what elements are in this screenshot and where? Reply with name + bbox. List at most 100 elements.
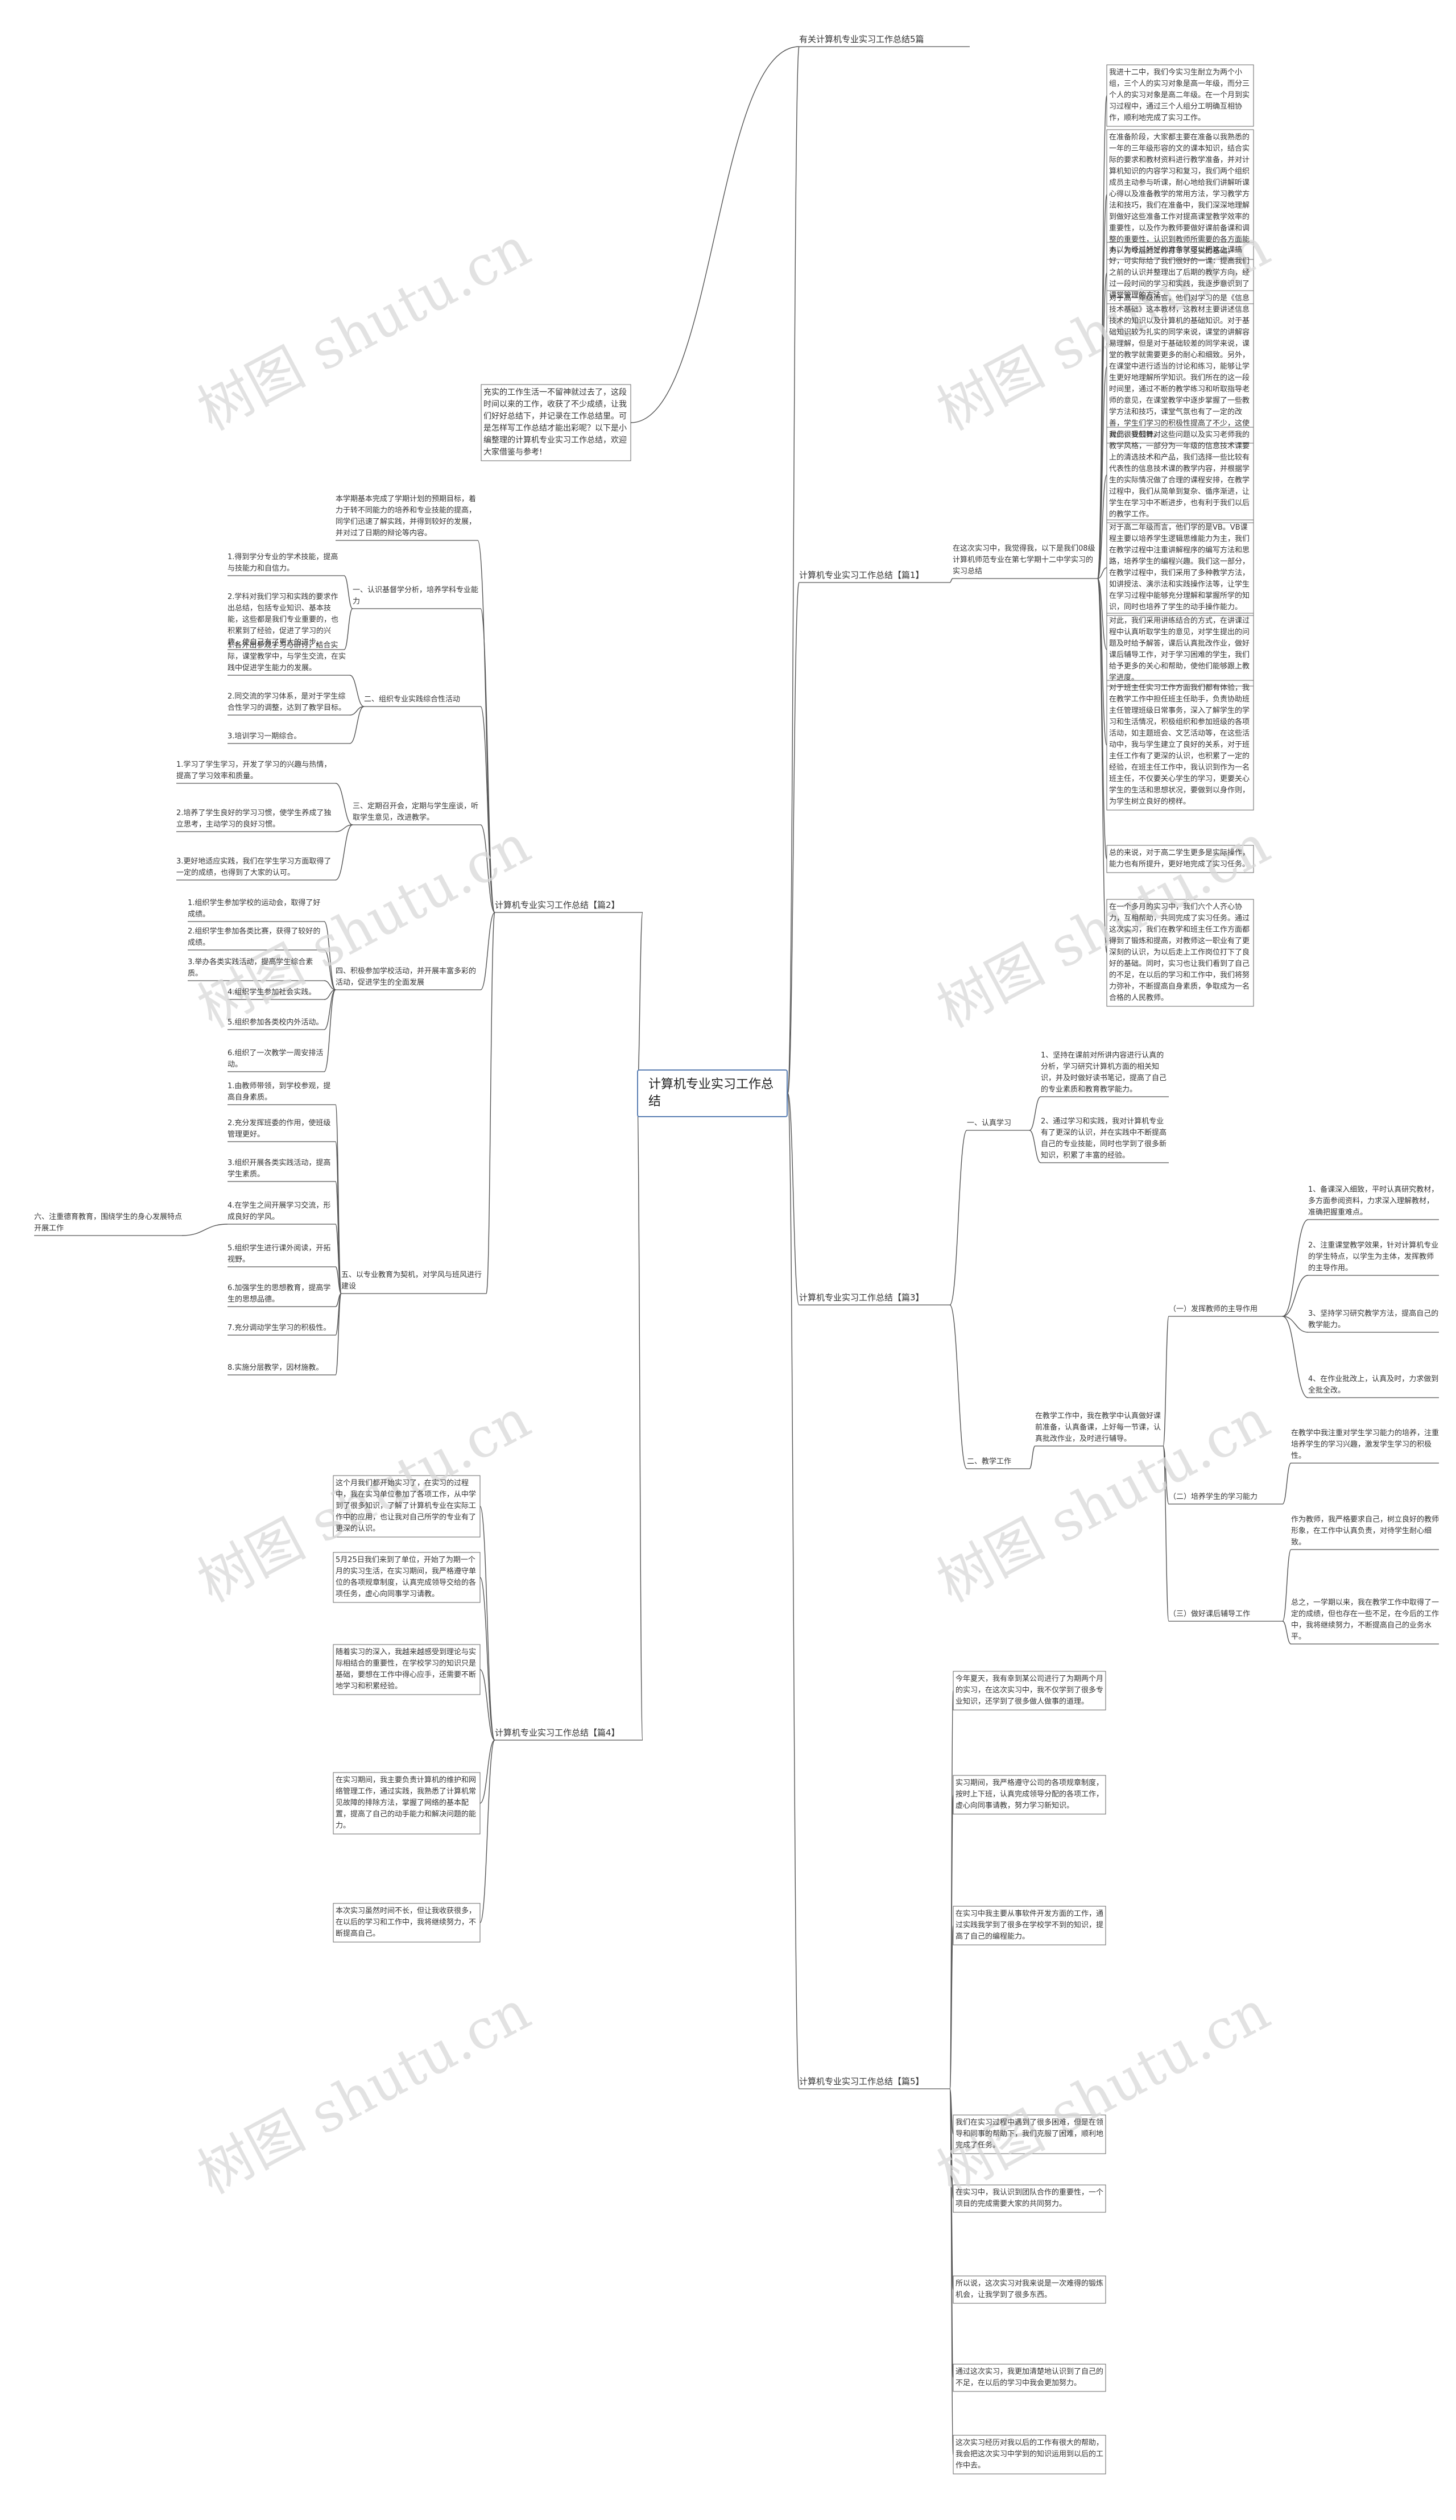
part2-intro: 本学期基本完成了学期计划的预期目标，着力于转不同能力的培养和专业技能的提高，同学… [336, 495, 477, 538]
part3-item: 在教学工作中，我在教学中认真做好课前准备，认真备课，上好每一节课，认真批改作业，… [1035, 1412, 1161, 1443]
part3-item: 作为教师，我严格要求自己，树立良好的教师形象，在工作中认真负责，对待学生耐心细致… [1291, 1515, 1440, 1547]
part2-item: 六、注重德育教育，围绕学生的身心发展特点开展工作 [34, 1213, 183, 1233]
part2-item: 3.培训学习一期综合。 [228, 732, 301, 741]
connector-line [335, 1293, 342, 1375]
part1-text: 对于班主任实习工作方面我们都有体验，我在教学工作中担任班主任助手，负责协助班主任… [1109, 684, 1250, 806]
connector-line [335, 1266, 342, 1294]
part2-item: 2.培养了学生良好的学习习惯，使学生养成了独立思考，主动学习的良好习惯。 [176, 809, 332, 829]
branch-part4[interactable]: 计算机专业实习工作总结【篇4】 [495, 1728, 620, 1738]
part3-item: 在教学中我注重对学生学习能力的培养，注重培养学生的学习兴趣，激发学生学习的积极性… [1291, 1429, 1440, 1460]
connector-line [479, 1506, 495, 1741]
connector-line [949, 578, 953, 583]
part5-text: 在实习中，我认识到团队合作的重要性，一个项目的完成需要大家的共同努力。 [956, 2188, 1104, 2208]
part3-subsection[interactable]: （二）培养学生的学习能力 [1169, 1493, 1258, 1501]
connector-line [1097, 578, 1107, 650]
part4-text: 5月25日我们来到了单位，开始了为期一个月的实习生活，在实习期间，我严格遵守单位… [336, 1556, 477, 1598]
connector-line [486, 912, 495, 1294]
connector-line [335, 824, 353, 881]
connector-line [324, 921, 336, 990]
connector-line [949, 1304, 967, 1469]
part2-section[interactable]: 四、积极参加学校活动，并开展丰富多彩的活动，促进学生的全面发展 [336, 967, 477, 987]
connector-line [335, 1141, 342, 1294]
part5-text: 在实习中我主要从事软件开发方面的工作，通过实践我学到了很多在学校学不到的知识，提… [956, 1910, 1104, 1941]
connector-line [949, 1130, 967, 1306]
part2-item: 5.组织参加各类校内外活动。 [228, 1018, 324, 1027]
part1-intro: 在这次实习中，我觉得我，以下是我们08级计算机师范专业在第七学期十二中学实习的实… [953, 544, 1095, 576]
part2-item: 6.加强学生的思想教育，提高学生的思想品德。 [228, 1284, 331, 1304]
connector-line [1282, 1219, 1309, 1317]
part2-item: 6.组织了一次教学一周安排活动。 [228, 1049, 324, 1069]
connector-line [1097, 578, 1107, 746]
part2-section[interactable]: 五、以专业教育为契机，对学风与班风进行建设 [341, 1271, 482, 1291]
part4-text: 本次实习虽然时间不长，但让我收获很多，在以后的学习和工作中，我将继续努力，不断提… [336, 1907, 477, 1938]
part2-item: 2.充分发挥班委的作用，使班级管理更好。 [228, 1119, 331, 1139]
part2-section[interactable]: 二、组织专业实践综合性活动 [364, 695, 461, 704]
part2-item: 3.组织开展各类实践活动，提高学生素质。 [228, 1159, 331, 1179]
connector-line [1097, 567, 1107, 579]
connector-line [787, 46, 800, 1094]
part5-text: 我们在实习过程中遇到了很多困难，但是在领导和同事的帮助下，我们克服了困难，顺利地… [956, 2118, 1104, 2150]
branch-part1[interactable]: 计算机专业实习工作总结【篇1】 [799, 570, 924, 580]
connector-line [1029, 1096, 1041, 1131]
part5-text: 实习期间，我严格遵守公司的各项规章制度，按时上下班，认真完成领导分配的各项工作，… [956, 1779, 1104, 1810]
part2-section[interactable]: 三、定期召开会，定期与学生座谈，听取学生意见，改进教学。 [353, 802, 479, 822]
connector-line [1097, 578, 1107, 860]
connector-line [1163, 1316, 1169, 1447]
part1-text: 对此，我们采用讲练结合的方式，在讲课过程中认真听取学生的意见，对学生提出的问题及… [1109, 617, 1250, 682]
connector-line [1029, 1130, 1041, 1163]
connector-line [324, 980, 336, 990]
part3-item: 1、备课深入细致，平时认真研究教材，多方面参阅资料，力求深入理解教材，准确把握重… [1308, 1185, 1439, 1217]
connector-line [324, 949, 336, 990]
part1-text: 对此，我们针对这些问题以及实习老师我的教学风格，一部分为一年级的信息技术课要上的… [1109, 431, 1250, 519]
part3-subsection[interactable]: （一）发挥教师的主导作用 [1169, 1305, 1258, 1313]
connector-line [479, 1669, 495, 1741]
part2-item: 1.得到学分专业的学术技能，提高与技能力和自信力。 [228, 553, 338, 573]
part3-item: 3、坚持学习研究教学方法，提高自己的教学能力。 [1308, 1309, 1439, 1329]
part4-text: 在实习期间，我主要负责计算机的维护和网络管理工作，通过实践，我熟悉了计算机常见故… [336, 1776, 477, 1830]
part2-item: 1.各外出参观学习与研讨，结合实际，课堂教学中，与学生交流，在实践中促进学生能力… [228, 641, 346, 672]
part2-item: 4.在学生之间开展学习交流，形成良好的学风。 [228, 1201, 331, 1221]
branch-intro[interactable]: 有关计算机专业实习工作总结5篇 [799, 34, 924, 44]
branch-part3[interactable]: 计算机专业实习工作总结【篇3】 [799, 1292, 924, 1303]
connector-line [630, 46, 800, 423]
connector-line [1282, 1316, 1309, 1398]
connector-line [480, 912, 495, 990]
part2-item: 2.组织学生参加各类比赛，获得了较好的成绩。 [188, 927, 321, 947]
part3-subsection[interactable]: （三）做好课后辅导工作 [1169, 1610, 1251, 1618]
part2-item: 5.组织学生进行课外阅读，开拓视野。 [228, 1244, 331, 1264]
part3-item: 2、通过学习和实践，我对计算机专业有了更深的认识，并在实践中不断提高自己的专业技… [1041, 1117, 1167, 1160]
part3-item: 总之，一学期以来，我在教学工作中取得了一定的成绩，但也存在一些不足，在今后的工作… [1291, 1598, 1440, 1641]
part4-text: 随着实习的深入，我越来越感受到理论与实际相结合的重要性，在学校学习的知识只是基础… [336, 1648, 477, 1691]
connector-line [949, 1925, 954, 2089]
part3-item: 4、在作业批改上，认真及时，力求做到全批全改。 [1308, 1375, 1439, 1395]
connector-line [1163, 1445, 1169, 1505]
connector-line [787, 1093, 800, 2089]
connector-line [479, 1577, 495, 1741]
part2-section[interactable]: 一、认识基督学分析，培养学科专业能力 [353, 586, 479, 606]
part2-item: 2.同交流的学习体系，是对于学生综合性学习的调整，达到了教学目标。 [228, 692, 346, 712]
connector-line [480, 824, 495, 913]
connector-line [1097, 578, 1107, 953]
connector-line [344, 608, 353, 650]
intro-text: 充实的工作生活一不留神就过去了，这段时间以来的工作，收获了不少成绩，让我们好好总… [483, 388, 627, 457]
part3-section[interactable]: 一、认真学习 [967, 1119, 1012, 1127]
central-topic[interactable]: 计算机专业实习工作总结 [637, 1069, 788, 1117]
connector-line [1282, 1549, 1292, 1622]
part1-text: 在一个多月的实习中，我们六个人齐心协力，互相帮助，共同完成了实习任务。通过这次实… [1109, 903, 1250, 1002]
connector-line [1029, 1445, 1036, 1469]
part1-text: 总的来说，对于高二学生更多是实际操作，能力也有所提升，更好地完成了实习任务。 [1109, 849, 1250, 869]
part1-text: 对于高二年级而言，他们学的是VB。VB课程主要以培养学生逻辑思维能力为主，我们在… [1109, 523, 1250, 612]
connector-line [1097, 474, 1107, 579]
part4-text: 这个月我们都开始实习了，在实习的过程中，我在实习单位参加了各项工作，从中学到了很… [336, 1479, 477, 1533]
part5-text: 所以说，这次实习对我来说是一次难得的锻炼机会，让我学到了很多东西。 [956, 2279, 1104, 2299]
part1-text: 在准备阶段，大家都主要在准备以我熟悉的一年的三年级形容的文的课本知识，结合实际的… [1109, 133, 1250, 255]
part3-section[interactable]: 二、教学工作 [967, 1457, 1012, 1466]
connector-line [349, 675, 365, 707]
connector-line [1282, 1316, 1309, 1333]
branch-part5[interactable]: 计算机专业实习工作总结【篇5】 [799, 2076, 924, 2087]
part2-item: 8.实施分层教学，因材施教。 [228, 1364, 324, 1372]
part1-text: 对于高一年级而言，他们对学习的是《信息技术基础》这本教材，这教材主要讲述信息技术… [1109, 294, 1250, 439]
part5-text: 通过这次实习，我更加清楚地认识到了自己的不足，在以后的学习中我会更加努力。 [956, 2368, 1104, 2387]
branch-part2[interactable]: 计算机专业实习工作总结【篇2】 [495, 900, 620, 910]
